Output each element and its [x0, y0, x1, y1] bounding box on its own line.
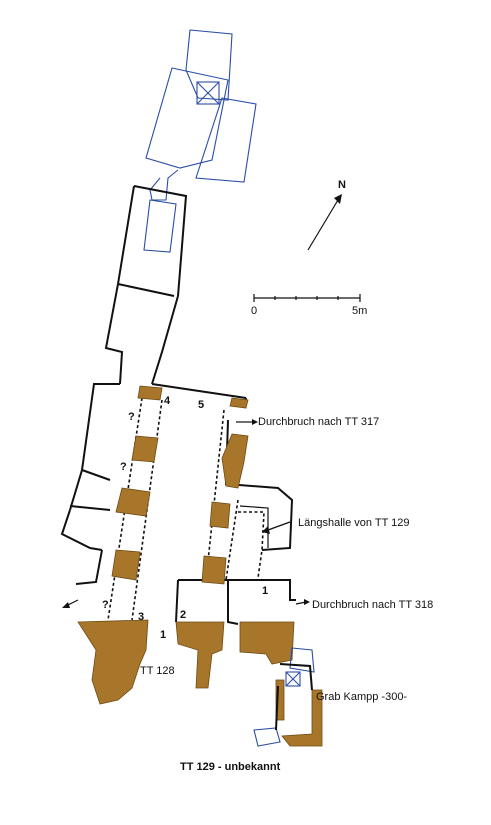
- pillar-number: 1: [262, 585, 268, 597]
- label-tt128: TT 128: [140, 665, 175, 677]
- pillar-number: 2: [180, 609, 186, 621]
- label-hall-129: Längshalle von TT 129: [298, 517, 410, 529]
- scale-start: 0: [251, 305, 257, 317]
- pillar-number: 4: [164, 395, 171, 407]
- north-label: N: [338, 179, 346, 191]
- pillar-number: 1: [160, 629, 166, 641]
- figure-title: TT 129 - unbekannt: [180, 761, 281, 773]
- label-breach-318: Durchbruch nach TT 318: [312, 599, 433, 611]
- breach-arrows: [62, 419, 310, 608]
- scale-end: 5m: [352, 305, 367, 317]
- label-kampp: Grab Kampp -300-: [316, 691, 407, 703]
- corridor-walls: [60, 185, 247, 585]
- question-mark: ?: [102, 599, 109, 611]
- label-breach-317: Durchbruch nach TT 317: [258, 416, 379, 428]
- upper-chambers-outline: [143, 29, 257, 253]
- question-mark: ?: [128, 411, 135, 423]
- scale-bar: 0 5m: [251, 294, 367, 317]
- kampp-outline: [253, 647, 315, 747]
- pillar-number: 5: [198, 399, 204, 411]
- north-arrow: N: [307, 179, 346, 251]
- pillar-number: 3: [138, 611, 144, 623]
- rock-fill: [77, 385, 323, 747]
- question-mark: ?: [120, 461, 127, 473]
